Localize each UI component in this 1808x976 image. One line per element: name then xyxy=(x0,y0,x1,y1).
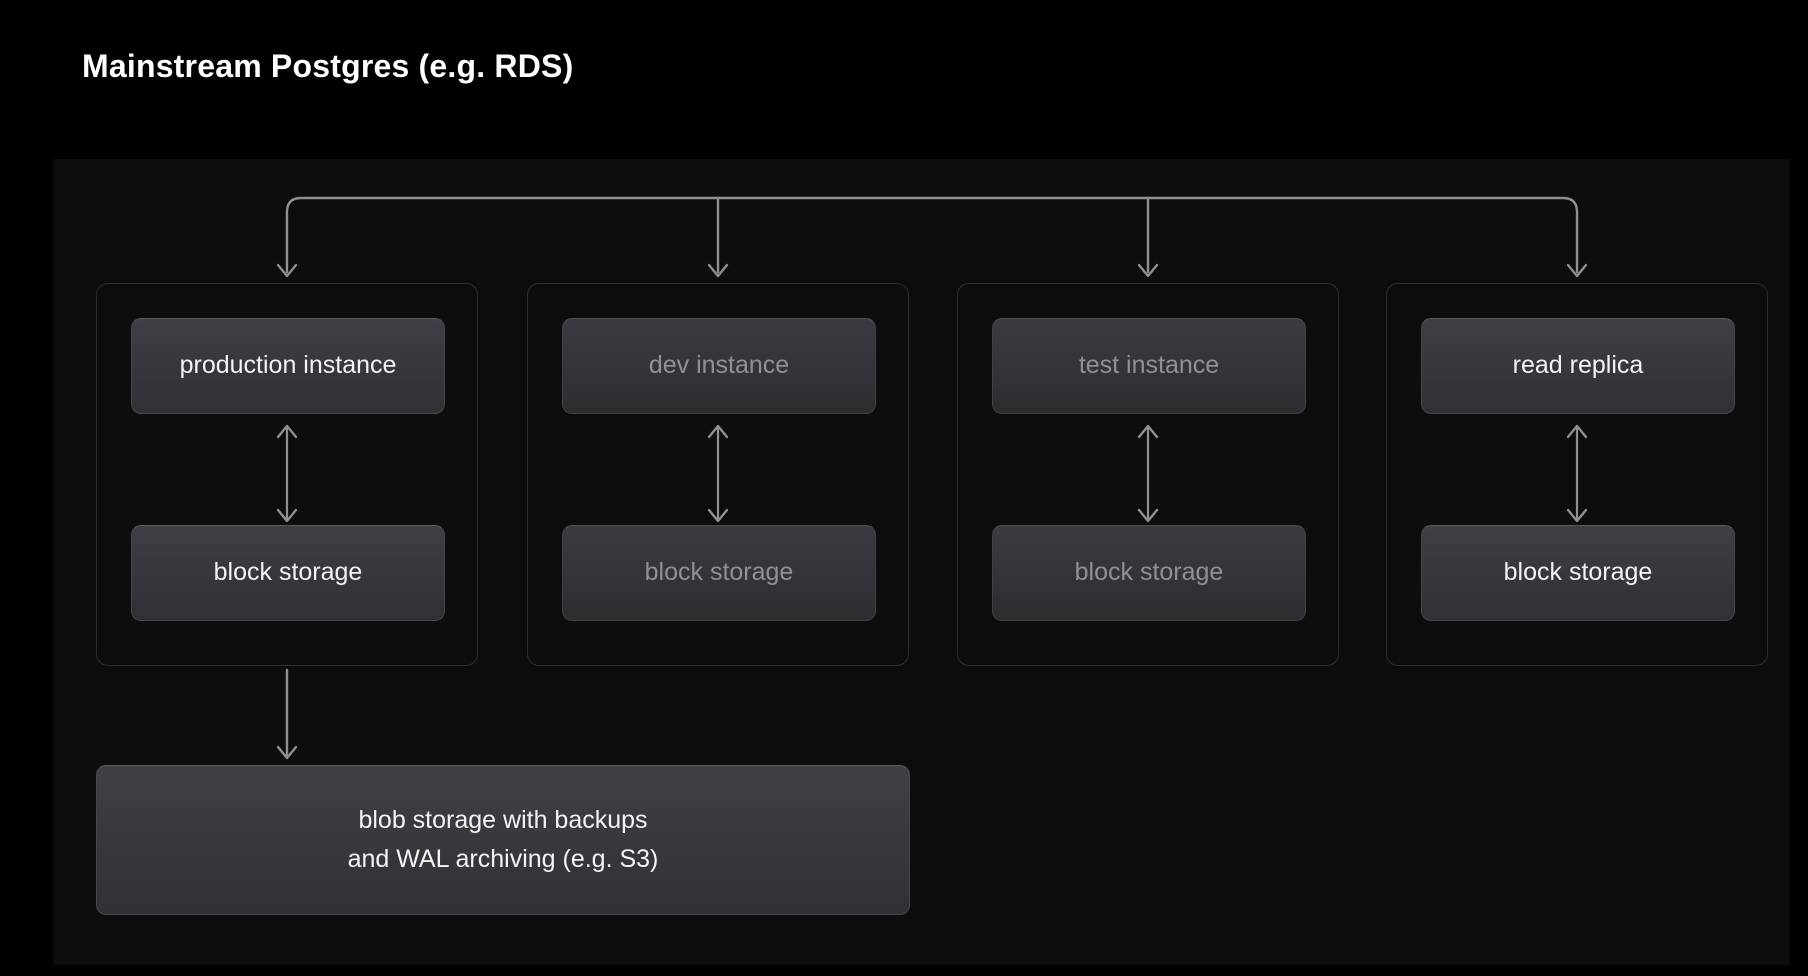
card-blob-storage[interactable]: blob storage with backups and WAL archiv… xyxy=(96,765,910,915)
page-title: Mainstream Postgres (e.g. RDS) xyxy=(82,48,574,84)
card-dev-block-storage[interactable]: block storage xyxy=(562,525,876,621)
column-group-dev[interactable]: dev instance block storage xyxy=(527,283,909,666)
card-test-block-storage[interactable]: block storage xyxy=(992,525,1306,621)
column-group-read-replica[interactable]: read replica block storage xyxy=(1386,283,1768,666)
column-group-test[interactable]: test instance block storage xyxy=(957,283,1339,666)
column-group-production[interactable]: production instance block storage xyxy=(96,283,478,666)
card-read-replica-block-storage[interactable]: block storage xyxy=(1421,525,1735,621)
card-read-replica-instance[interactable]: read replica xyxy=(1421,318,1735,414)
card-production-block-storage[interactable]: block storage xyxy=(131,525,445,621)
card-dev-instance[interactable]: dev instance xyxy=(562,318,876,414)
blob-storage-line-1: blob storage with backups xyxy=(358,806,648,835)
blob-storage-line-2: and WAL archiving (e.g. S3) xyxy=(347,845,659,873)
card-test-instance[interactable]: test instance xyxy=(992,318,1306,414)
card-production-instance[interactable]: production instance xyxy=(131,318,445,414)
